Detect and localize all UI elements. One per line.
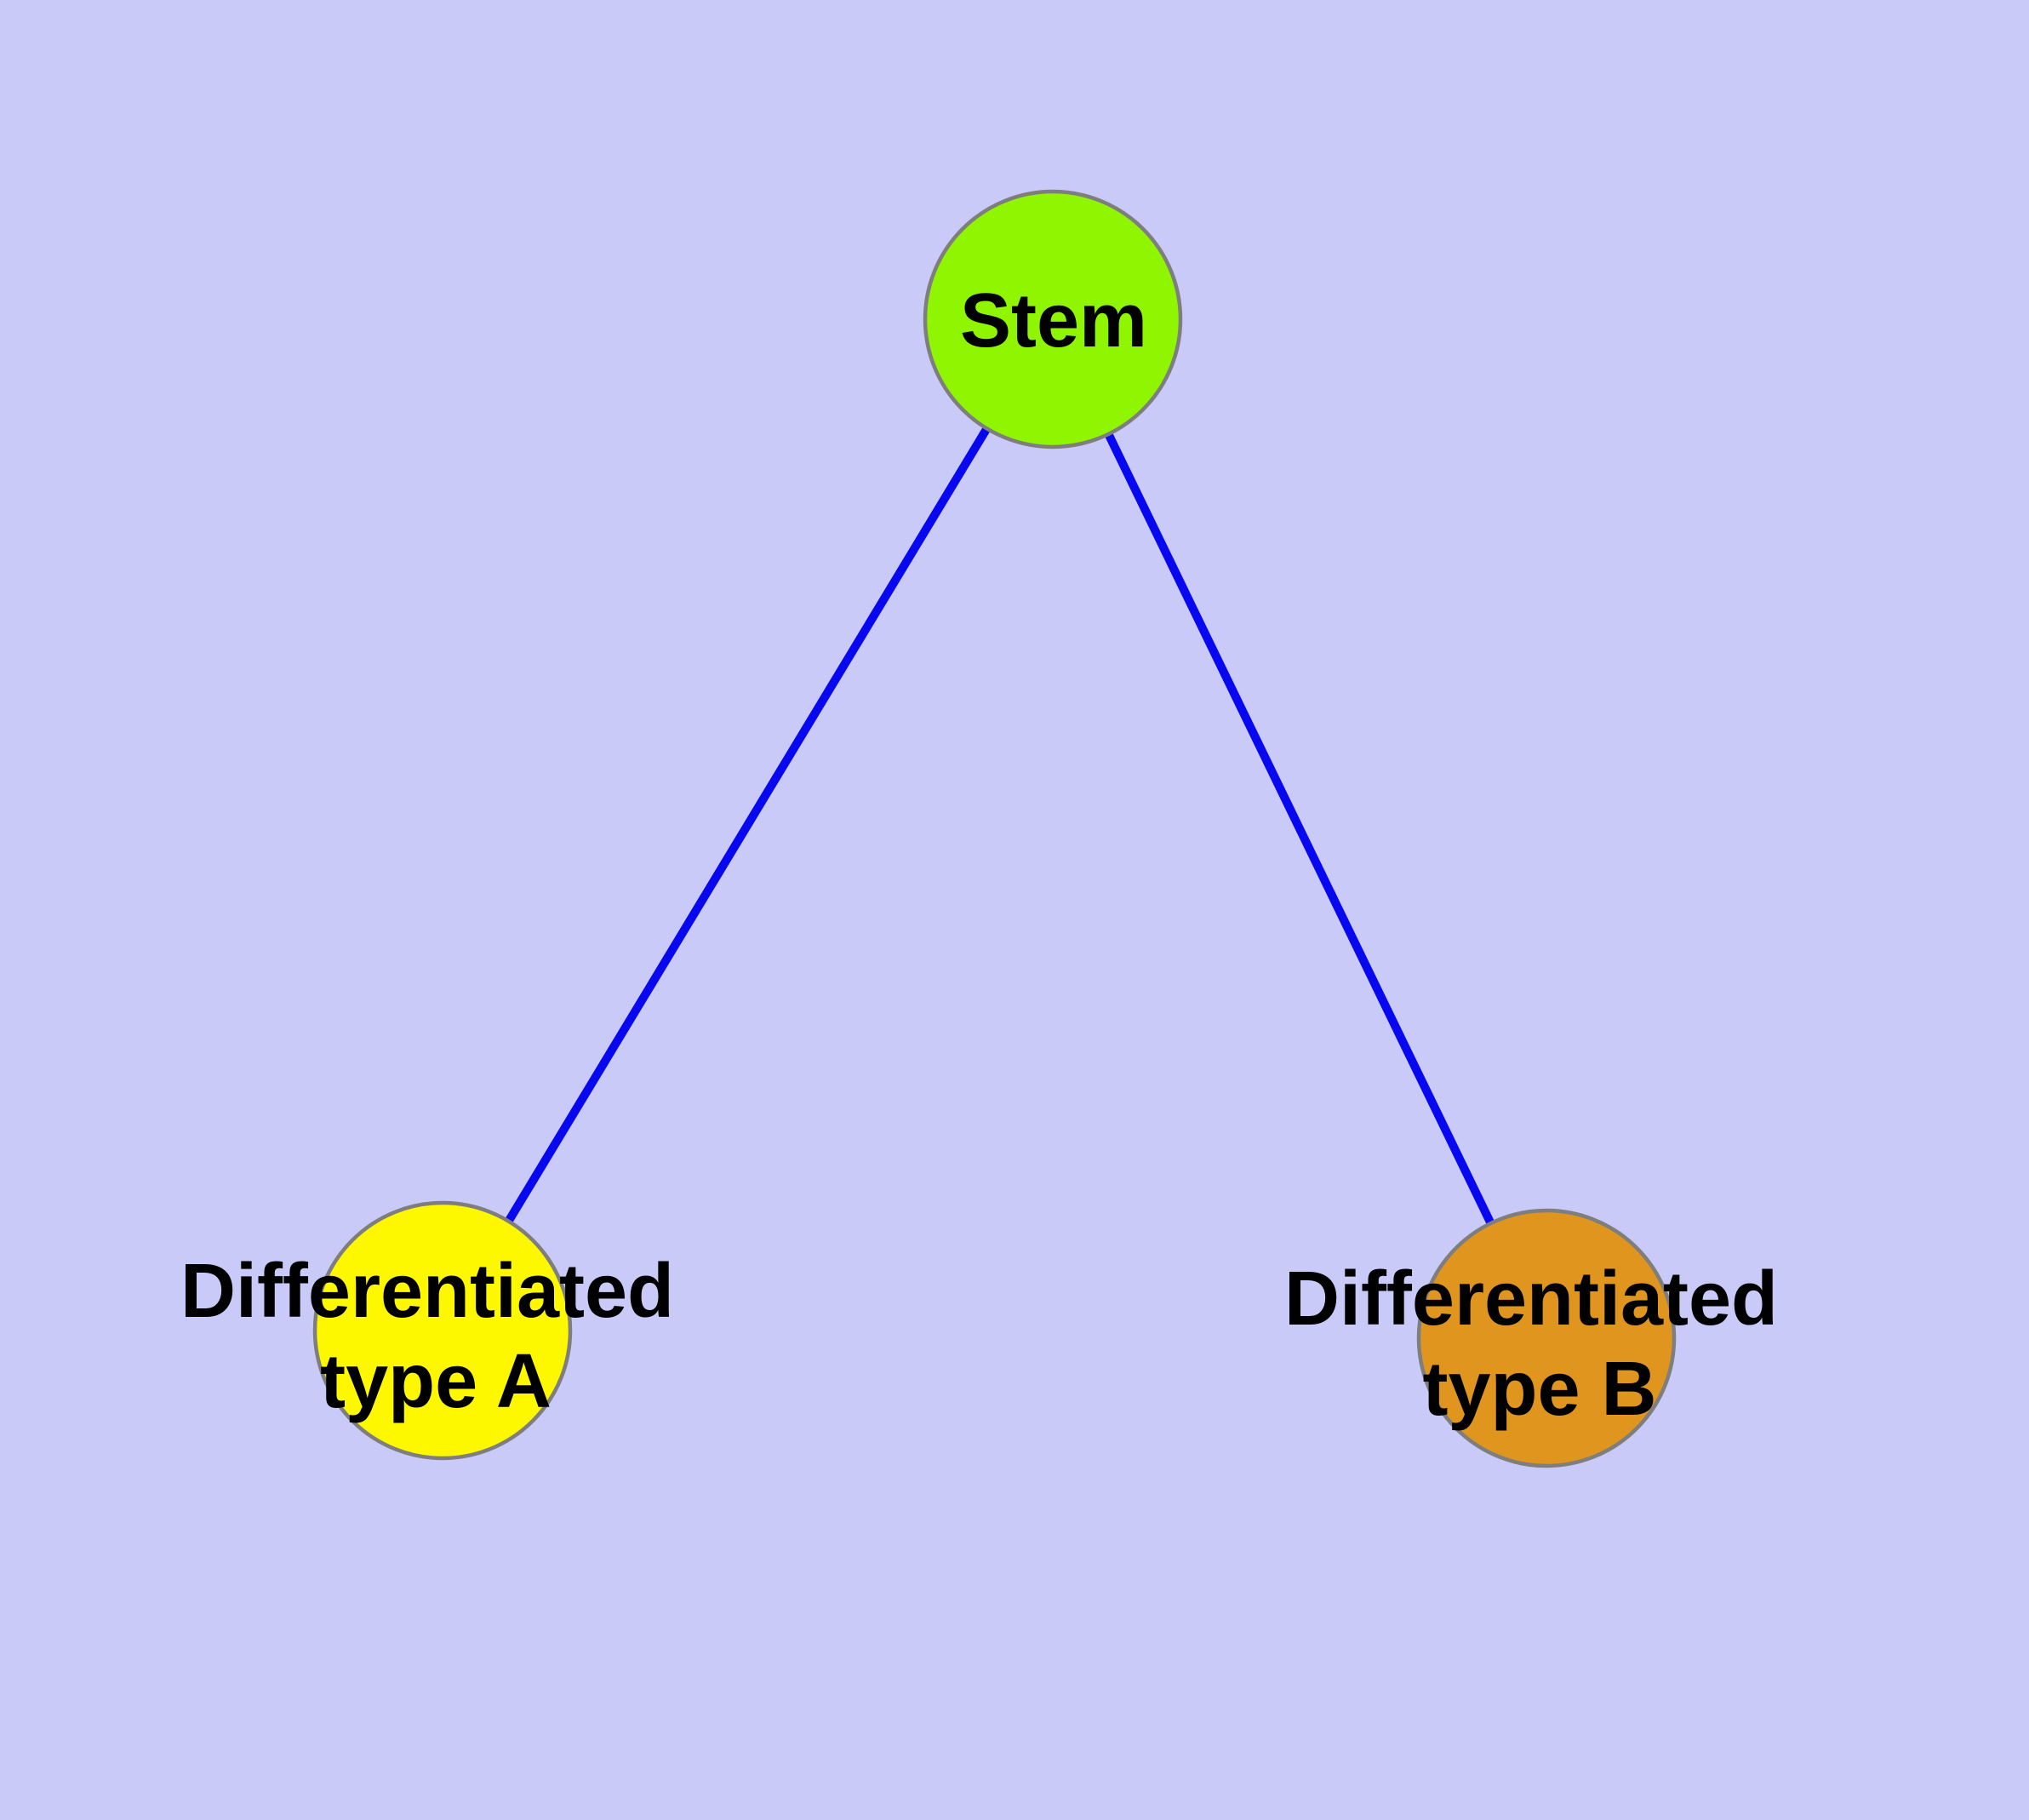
node-type-b-label-line2: type B bbox=[1422, 1347, 1656, 1432]
node-type-b-label-line1: Differentiated bbox=[1284, 1256, 1778, 1342]
node-stem: Stem bbox=[923, 189, 1183, 449]
edge-stem-to-type-b bbox=[1049, 317, 1551, 1341]
node-type-a-circle bbox=[312, 1200, 573, 1461]
node-type-a-label-line2: type A bbox=[320, 1339, 552, 1424]
node-differentiated-type-b: Differentiated type B bbox=[1284, 1208, 1778, 1468]
edge-group bbox=[438, 317, 1551, 1341]
edge-stem-to-type-a bbox=[438, 317, 1057, 1333]
node-stem-label: Stem bbox=[960, 278, 1147, 363]
node-type-b-circle bbox=[1416, 1208, 1677, 1468]
node-differentiated-type-a: Differentiated type A bbox=[180, 1200, 674, 1461]
node-stem-circle bbox=[923, 189, 1183, 449]
node-type-a-label-line1: Differentiated bbox=[180, 1249, 674, 1334]
